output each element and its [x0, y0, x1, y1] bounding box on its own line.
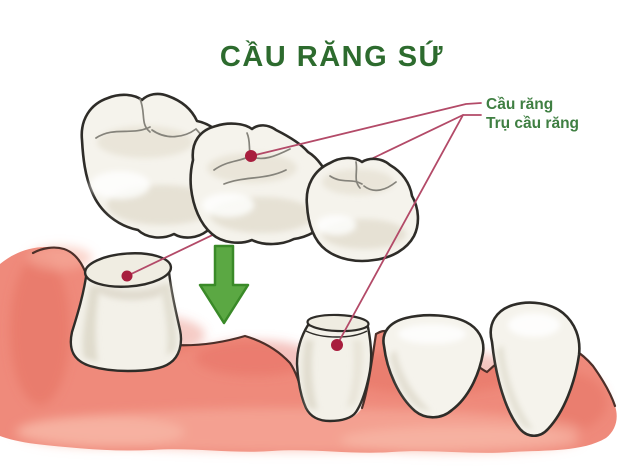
marker-dot-left-abutment — [121, 270, 133, 282]
left-abutment-shading — [82, 283, 177, 362]
leader-line-right-abutment — [336, 114, 482, 346]
leader-line-bridge — [250, 102, 482, 157]
bridge-crown-1-shading — [90, 126, 217, 225]
bridge-crown-2-shading — [202, 153, 314, 233]
right-abutment-tooth — [295, 313, 373, 423]
right-abutment-shading — [302, 340, 363, 410]
down-arrow-icon — [198, 244, 250, 325]
right-abutment-top — [306, 313, 370, 333]
gum-watercolor-shading — [10, 246, 607, 454]
page-title: CẦU RĂNG SỨ — [220, 39, 444, 73]
label-tru-cau-rang: Trụ cầu răng — [486, 115, 579, 132]
marker-dot-bridge — [245, 150, 257, 162]
marker-dot-right-abutment — [331, 339, 343, 351]
left-abutment-tooth — [69, 252, 183, 373]
left-abutment-top — [83, 252, 173, 288]
label-cau-rang: Cầu răng — [486, 96, 553, 113]
canine-shading — [497, 313, 560, 430]
premolar-tooth — [382, 313, 485, 419]
porcelain-bridge — [80, 92, 420, 263]
canine-tooth — [489, 301, 581, 438]
right-abutment-margin-line — [305, 330, 368, 338]
bridge-crown-2 — [189, 122, 335, 246]
bridge-crown-3 — [305, 156, 420, 263]
premolar-shading — [390, 324, 466, 412]
